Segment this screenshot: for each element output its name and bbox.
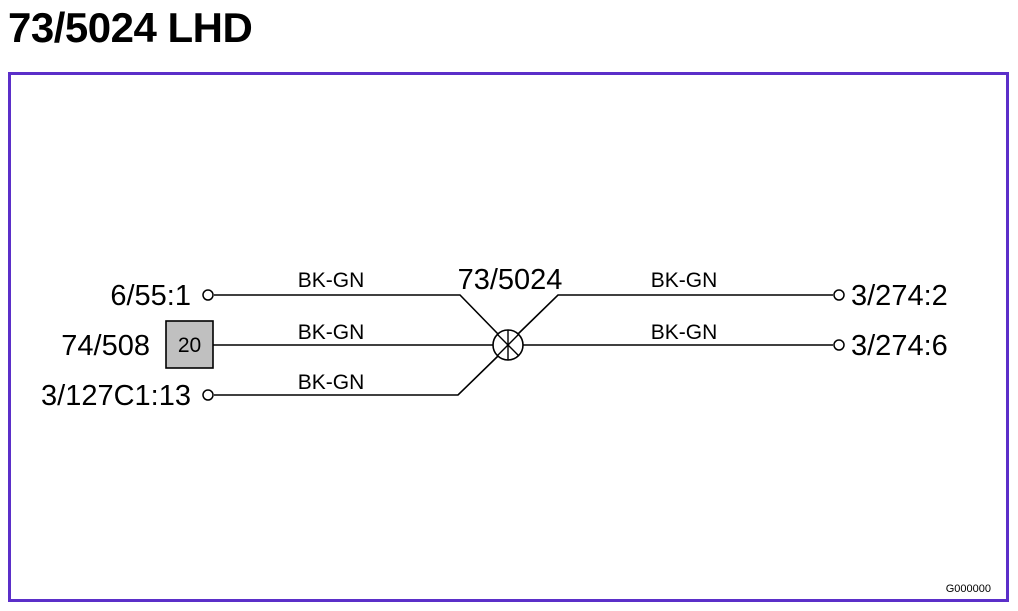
terminal-left-bottom xyxy=(202,389,214,401)
connector-label-left-top: 6/55:1 xyxy=(110,280,191,312)
reference-code: G000000 xyxy=(946,583,991,595)
wire-label-left-middle: BK-GN xyxy=(298,321,365,344)
diagram-frame xyxy=(8,72,1009,602)
terminal-right-bottom xyxy=(833,339,845,351)
connector-label-left-bottom: 3/127C1:13 xyxy=(41,380,191,412)
page-title: 73/5024 LHD xyxy=(8,4,253,51)
wire-left-bottom xyxy=(214,355,499,396)
splice-symbol xyxy=(492,329,524,361)
terminal-left-top xyxy=(202,289,214,301)
connector-label-right-top: 3/274:2 xyxy=(851,280,948,312)
connector-label-right-bottom: 3/274:6 xyxy=(851,330,948,362)
wire-right-top xyxy=(517,294,833,335)
connector-label-left-middle: 74/508 xyxy=(61,330,150,362)
connector-pin-box: 20 xyxy=(165,320,214,369)
splice-label: 73/5024 xyxy=(458,264,563,296)
wire-left-top xyxy=(214,294,499,335)
wire-label-left-bottom: BK-GN xyxy=(298,371,365,394)
wire-label-right-bottom: BK-GN xyxy=(651,321,718,344)
wire-label-right-top: BK-GN xyxy=(651,269,718,292)
terminal-right-top xyxy=(833,289,845,301)
wire-label-left-top: BK-GN xyxy=(298,269,365,292)
pin-number: 20 xyxy=(178,334,201,357)
